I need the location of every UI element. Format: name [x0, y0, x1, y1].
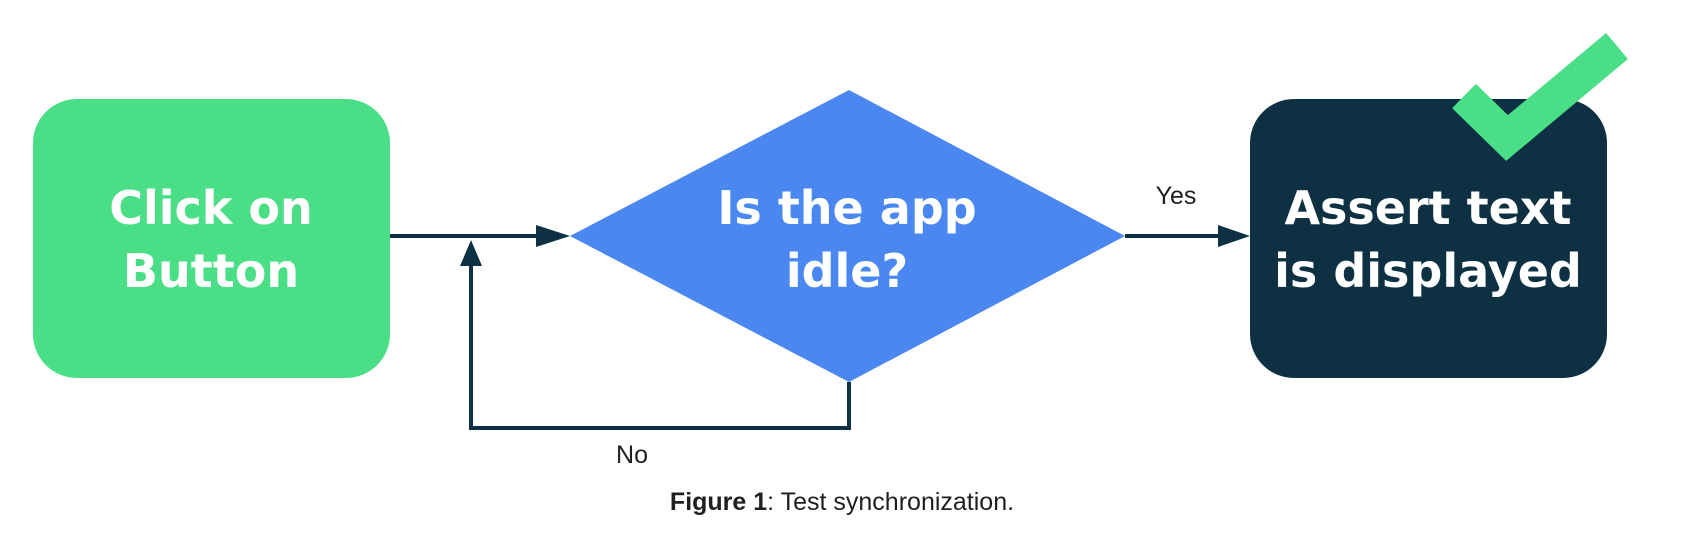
start-node-label-line2: Button — [123, 244, 299, 298]
start-node-label-line1: Click on — [109, 181, 313, 235]
end-node-label-line2: is displayed — [1274, 244, 1582, 298]
arrow-decision-to-end — [1125, 225, 1250, 247]
decision-node-label-line1: Is the app — [717, 181, 976, 235]
caption-text: : Test synchronization. — [767, 488, 1015, 516]
no-label: No — [616, 441, 648, 469]
decision-node-diamond — [570, 90, 1125, 382]
checkmark-icon — [1452, 32, 1628, 161]
decision-node-label-line2: idle? — [786, 244, 908, 298]
arrow-no-loop — [460, 240, 851, 430]
end-node: Assert text is displayed — [1250, 99, 1607, 378]
start-node-box — [33, 99, 390, 378]
caption-label: Figure 1 — [669, 488, 768, 516]
yes-label: Yes — [1156, 182, 1197, 210]
end-node-box — [1250, 99, 1607, 378]
start-node: Click on Button — [33, 99, 390, 378]
decision-node: Is the app idle? — [570, 90, 1125, 382]
arrow-start-to-decision — [390, 225, 570, 247]
end-node-label-line1: Assert text — [1284, 181, 1571, 235]
figure-caption: Figure 1: Test synchronization. — [0, 488, 1684, 517]
